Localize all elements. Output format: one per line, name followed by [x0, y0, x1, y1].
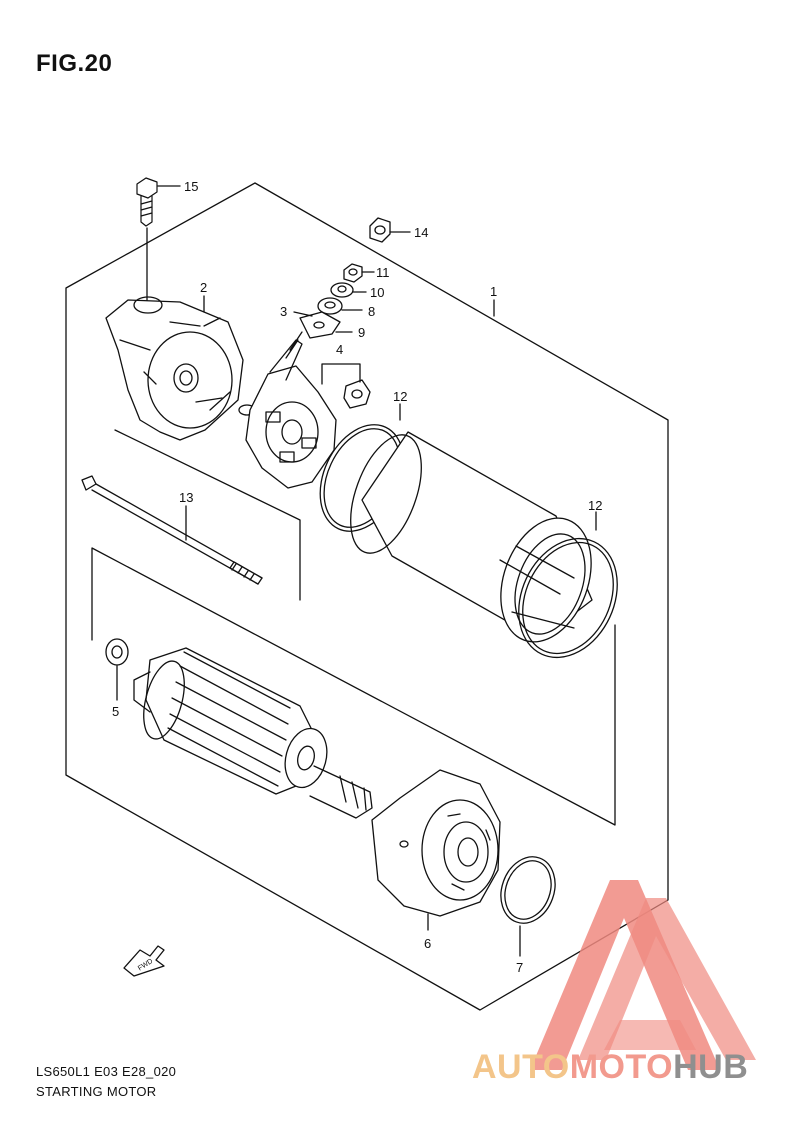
o-ring-part	[518, 537, 618, 659]
callout-12-bottom: 12	[588, 498, 602, 513]
callout-1: 1	[490, 284, 497, 299]
callout-8: 8	[368, 304, 375, 319]
callout-9: 9	[358, 325, 365, 340]
brush-holder-part	[245, 331, 337, 489]
figure-name: STARTING MOTOR	[36, 1084, 157, 1099]
callout-10: 10	[370, 285, 384, 300]
thrust-washer-part	[105, 638, 129, 666]
callout-14: 14	[414, 225, 428, 240]
front-housing-part	[371, 769, 501, 917]
through-bolt-part	[81, 475, 263, 585]
callout-4: 4	[336, 342, 343, 357]
callout-5: 5	[112, 704, 119, 719]
armature-group-outline	[91, 547, 616, 826]
washer-part	[317, 297, 343, 315]
watermark-part-hub: HUB	[673, 1048, 749, 1086]
insulator-plate-part	[299, 311, 341, 339]
housing-group-outline	[114, 429, 301, 601]
callout-11: 11	[376, 265, 390, 280]
callout-13: 13	[179, 490, 193, 505]
callout-15: 15	[184, 179, 198, 194]
watermark-text: AUTOMOTOHUB	[472, 1048, 748, 1087]
callout-6: 6	[424, 936, 431, 951]
callout-12-top: 12	[393, 389, 407, 404]
callout-2: 2	[200, 280, 207, 295]
assembly-outline	[65, 182, 669, 1011]
watermark-part-moto: MOTO	[569, 1048, 674, 1086]
watermark-part-auto: AUTO	[472, 1048, 570, 1086]
armature-part	[133, 647, 373, 819]
callout-leader	[321, 363, 361, 385]
brush-part	[343, 379, 371, 409]
callout-leader	[293, 311, 313, 317]
figure-code: LS650L1 E03 E28_020	[36, 1064, 177, 1079]
nut-part	[343, 263, 363, 283]
watermark-logo-icon	[530, 880, 756, 1070]
o-ring-part	[500, 856, 556, 924]
callout-7: 7	[516, 960, 523, 975]
yoke-part	[350, 431, 593, 643]
nut-part	[369, 217, 391, 243]
bolt-part	[136, 177, 158, 227]
washer-part	[330, 282, 354, 298]
figure-title: FIG.20	[36, 50, 113, 77]
fwd-arrow-icon	[123, 945, 165, 977]
callout-3: 3	[280, 304, 287, 319]
end-housing-part	[105, 296, 244, 441]
